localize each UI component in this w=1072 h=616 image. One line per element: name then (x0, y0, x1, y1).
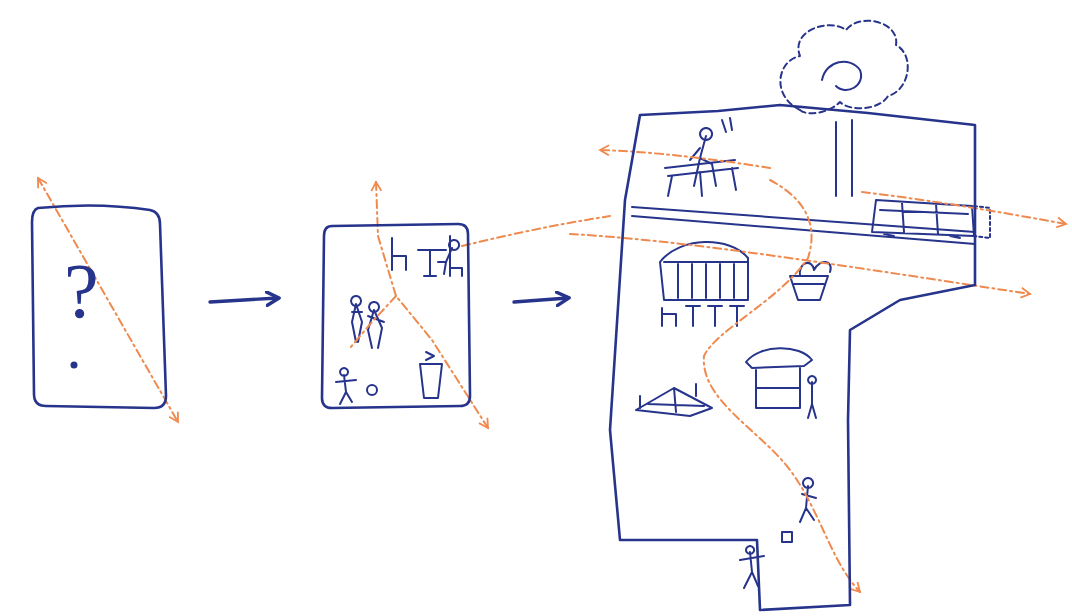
bench (665, 160, 738, 196)
movement-path (600, 150, 770, 168)
tent-pole (640, 384, 696, 408)
ball (782, 532, 792, 542)
standing-person (808, 376, 816, 418)
tent (636, 388, 712, 416)
panel-outline (608, 95, 980, 615)
movement-path (862, 192, 1066, 224)
child-figure (336, 368, 356, 404)
movement-path (462, 216, 610, 246)
sketch-drawings (72, 21, 991, 588)
kiosk (746, 348, 812, 408)
ball (367, 385, 377, 395)
flow-arrow (210, 298, 278, 302)
table-chairs (392, 236, 462, 276)
panel-outline (28, 200, 170, 414)
standing-person (351, 296, 362, 342)
tree-canopy (780, 21, 907, 114)
seated-person (690, 118, 732, 186)
question-mark: ? (64, 252, 99, 330)
scene-panel (608, 95, 980, 615)
movement-path (570, 234, 1030, 294)
flow-arrow (514, 298, 568, 302)
panel-outline (610, 105, 975, 610)
seated-person (438, 240, 459, 274)
tree-trunk (836, 120, 852, 196)
movement-path (350, 296, 396, 348)
flower-basket (790, 262, 831, 300)
movement-paths (38, 150, 1066, 592)
panel-outline (318, 218, 474, 414)
scene-panel (318, 218, 474, 414)
child-figure (740, 546, 764, 588)
panel-outline (32, 205, 166, 408)
trash-bin (420, 352, 442, 398)
movement-path (704, 180, 860, 592)
panel-outline (322, 224, 470, 408)
scene-panel: ? (28, 200, 170, 414)
question-dot (72, 363, 77, 368)
cafe-chairs (662, 306, 744, 326)
tree-canopy (822, 62, 861, 90)
